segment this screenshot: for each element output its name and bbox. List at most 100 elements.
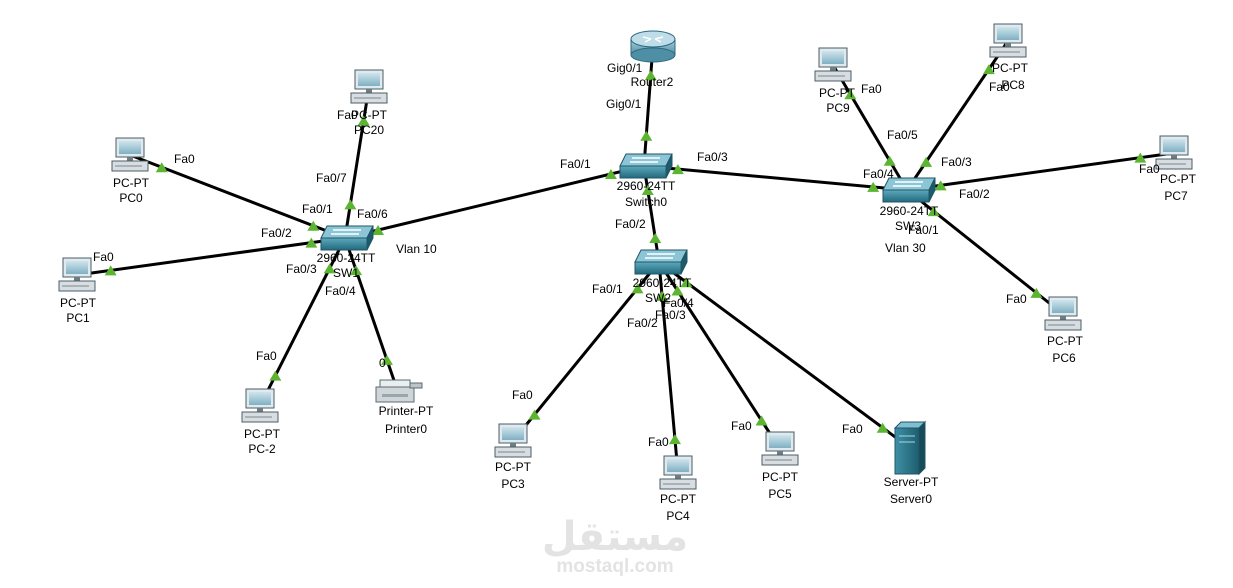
network-link[interactable] (343, 237, 400, 393)
port-label: Fa0/3 (697, 150, 728, 164)
pc-icon[interactable] (350, 69, 388, 104)
device-name-label: PC9 (826, 101, 850, 115)
port-label: Fa0/2 (627, 316, 658, 330)
port-label: 0 (379, 356, 386, 370)
link-status-indicator (883, 155, 896, 166)
device-name-label: PC3 (501, 477, 525, 491)
link-status-indicator (155, 162, 168, 173)
device-type-label: PC-PT (1047, 334, 1084, 348)
port-label: Fa0 (512, 388, 533, 402)
link-status-indicator (528, 409, 541, 420)
port-label: Fa0 (989, 80, 1010, 94)
port-label: Fa0/3 (286, 262, 317, 276)
vlan-label: Vlan 10 (396, 242, 437, 256)
network-link[interactable] (642, 44, 655, 167)
pc-icon[interactable] (989, 23, 1027, 58)
pc-icon[interactable] (1155, 135, 1193, 170)
port-label: Fa0 (648, 435, 669, 449)
link-status-indicator (350, 265, 363, 276)
network-link[interactable] (831, 64, 909, 191)
link-status-indicator (604, 168, 617, 179)
port-label: Fa0/1 (560, 157, 591, 171)
link-status-indicator (656, 290, 669, 301)
link-status-indicator (104, 265, 117, 276)
link-status-indicator (920, 156, 933, 167)
switch-icon[interactable] (882, 177, 936, 203)
device-name-label: Router2 (631, 75, 674, 89)
router-icon[interactable] (630, 30, 676, 63)
link-status-indicator (1030, 287, 1043, 298)
port-label: Fa0 (337, 108, 358, 122)
port-label: Fa0/2 (261, 226, 292, 240)
link-status-indicator (631, 283, 644, 294)
network-link[interactable] (906, 151, 1175, 192)
network-link[interactable] (642, 165, 661, 263)
network-link[interactable] (658, 260, 911, 450)
device-type-label: PC-PT (60, 296, 97, 310)
network-link[interactable] (76, 236, 346, 277)
link-status-indicator (305, 237, 318, 248)
port-label: Fa0/1 (592, 282, 623, 296)
device-name-label: PC20 (354, 123, 384, 137)
pc-icon[interactable] (58, 257, 96, 292)
device-type-label: PC-PT (495, 460, 532, 474)
port-labels: Fa0 Fa0/1 Fa0 Fa0/2 Fa0 Fa0/3 0 Fa0/4 Fa… (93, 61, 1160, 449)
link-status-indicator (380, 354, 393, 365)
port-label: Fa0/6 (357, 207, 388, 221)
port-label: Fa0/7 (316, 171, 347, 185)
port-label: Fa0/4 (325, 284, 356, 298)
link-status-indicator (934, 180, 947, 191)
network-link[interactable] (343, 86, 371, 239)
switch-icon[interactable] (619, 153, 673, 179)
device-name-label: PC7 (1164, 189, 1188, 203)
pc-icon[interactable] (494, 423, 532, 458)
device-type-label: Printer-PT (379, 404, 434, 418)
link-status-indicator (844, 89, 857, 100)
link-status-indicator (671, 164, 684, 175)
device-name-label: PC5 (768, 487, 792, 501)
link-status-indicator (372, 225, 385, 236)
switch-icon[interactable] (320, 225, 374, 251)
port-label: Fa0 (174, 152, 195, 166)
device-type-label: 2960-24TT (880, 204, 939, 218)
pc-icon[interactable] (659, 455, 697, 490)
device-type-label: PC-PT (762, 470, 799, 484)
network-link[interactable] (344, 164, 645, 240)
pc-icon[interactable] (814, 47, 852, 82)
port-label: Fa0/2 (615, 217, 646, 231)
link-status-indicator (755, 415, 768, 426)
device-name-label: PC1 (66, 311, 90, 325)
link-status-indicator (982, 64, 995, 75)
link-status-indicator (1134, 152, 1147, 163)
device-type-label: PC-PT (244, 427, 281, 441)
device-name-label: PC6 (1052, 351, 1076, 365)
port-label: Fa0 (93, 250, 114, 264)
link-status-indicator (357, 115, 370, 126)
pc-icon[interactable] (761, 431, 799, 466)
port-label: Fa0/5 (887, 128, 918, 142)
device-type-label: Server-PT (884, 475, 939, 489)
port-label: Gig0/1 (606, 97, 642, 111)
link-status-indicator (344, 199, 357, 210)
network-link[interactable] (643, 164, 908, 192)
pc-icon[interactable] (111, 137, 149, 172)
devices-layer (58, 23, 1193, 490)
device-name-label: SW3 (895, 219, 921, 233)
port-label: Fa0/3 (655, 308, 686, 322)
link-status-indicator (668, 434, 681, 445)
printer-icon[interactable] (375, 379, 423, 403)
switch-icon[interactable] (634, 249, 688, 275)
device-type-label: PC-PT (113, 176, 150, 190)
server-icon[interactable] (893, 420, 927, 476)
network-link[interactable] (129, 153, 346, 240)
link-status-indicator (644, 70, 657, 81)
device-name-label: PC8 (1001, 78, 1025, 92)
device-name-label: SW2 (645, 291, 671, 305)
device-type-label: 2960-24TT (317, 251, 376, 265)
port-label: Fa0/4 (863, 167, 894, 181)
pc-icon[interactable] (241, 388, 279, 423)
device-type-label: PC-PT (819, 86, 856, 100)
port-label: Fa0 (1006, 292, 1027, 306)
pc-icon[interactable] (1044, 296, 1082, 331)
device-name-label: Switch0 (625, 195, 667, 209)
